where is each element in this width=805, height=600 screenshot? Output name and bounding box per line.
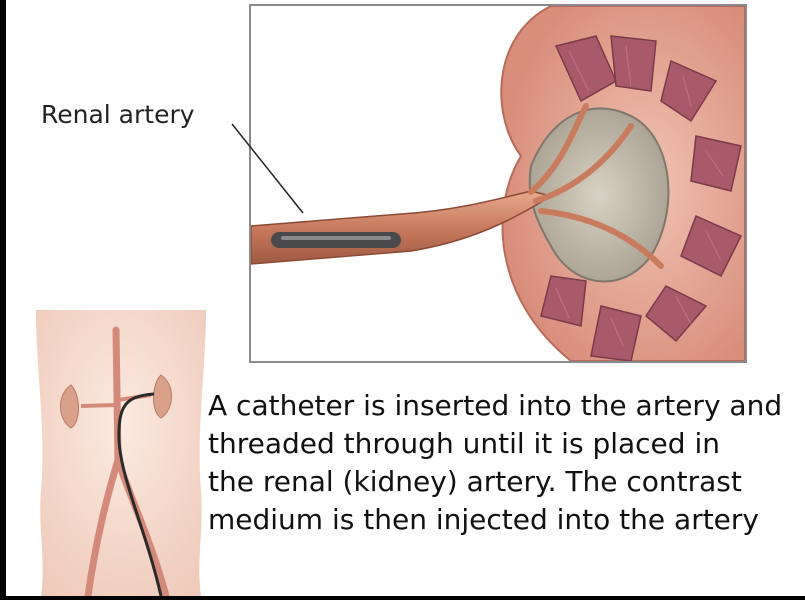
caption-line: the renal (kidney) artery. The contrast <box>208 463 805 501</box>
caption-text: A catheter is inserted into the artery a… <box>208 387 805 539</box>
caption-line: threaded through until it is placed in <box>208 425 805 463</box>
torso-illustration-panel <box>26 310 216 596</box>
kidney-cross-section-illustration <box>251 6 745 361</box>
caption-line: medium is then injected into the artery <box>208 501 805 539</box>
diagram-frame: Renal artery <box>6 0 805 596</box>
abdomen-kidneys-catheter-illustration <box>26 310 216 596</box>
renal-artery-label: Renal artery <box>41 100 195 129</box>
kidney-inset-panel <box>249 4 747 363</box>
caption-line: A catheter is inserted into the artery a… <box>208 387 805 425</box>
